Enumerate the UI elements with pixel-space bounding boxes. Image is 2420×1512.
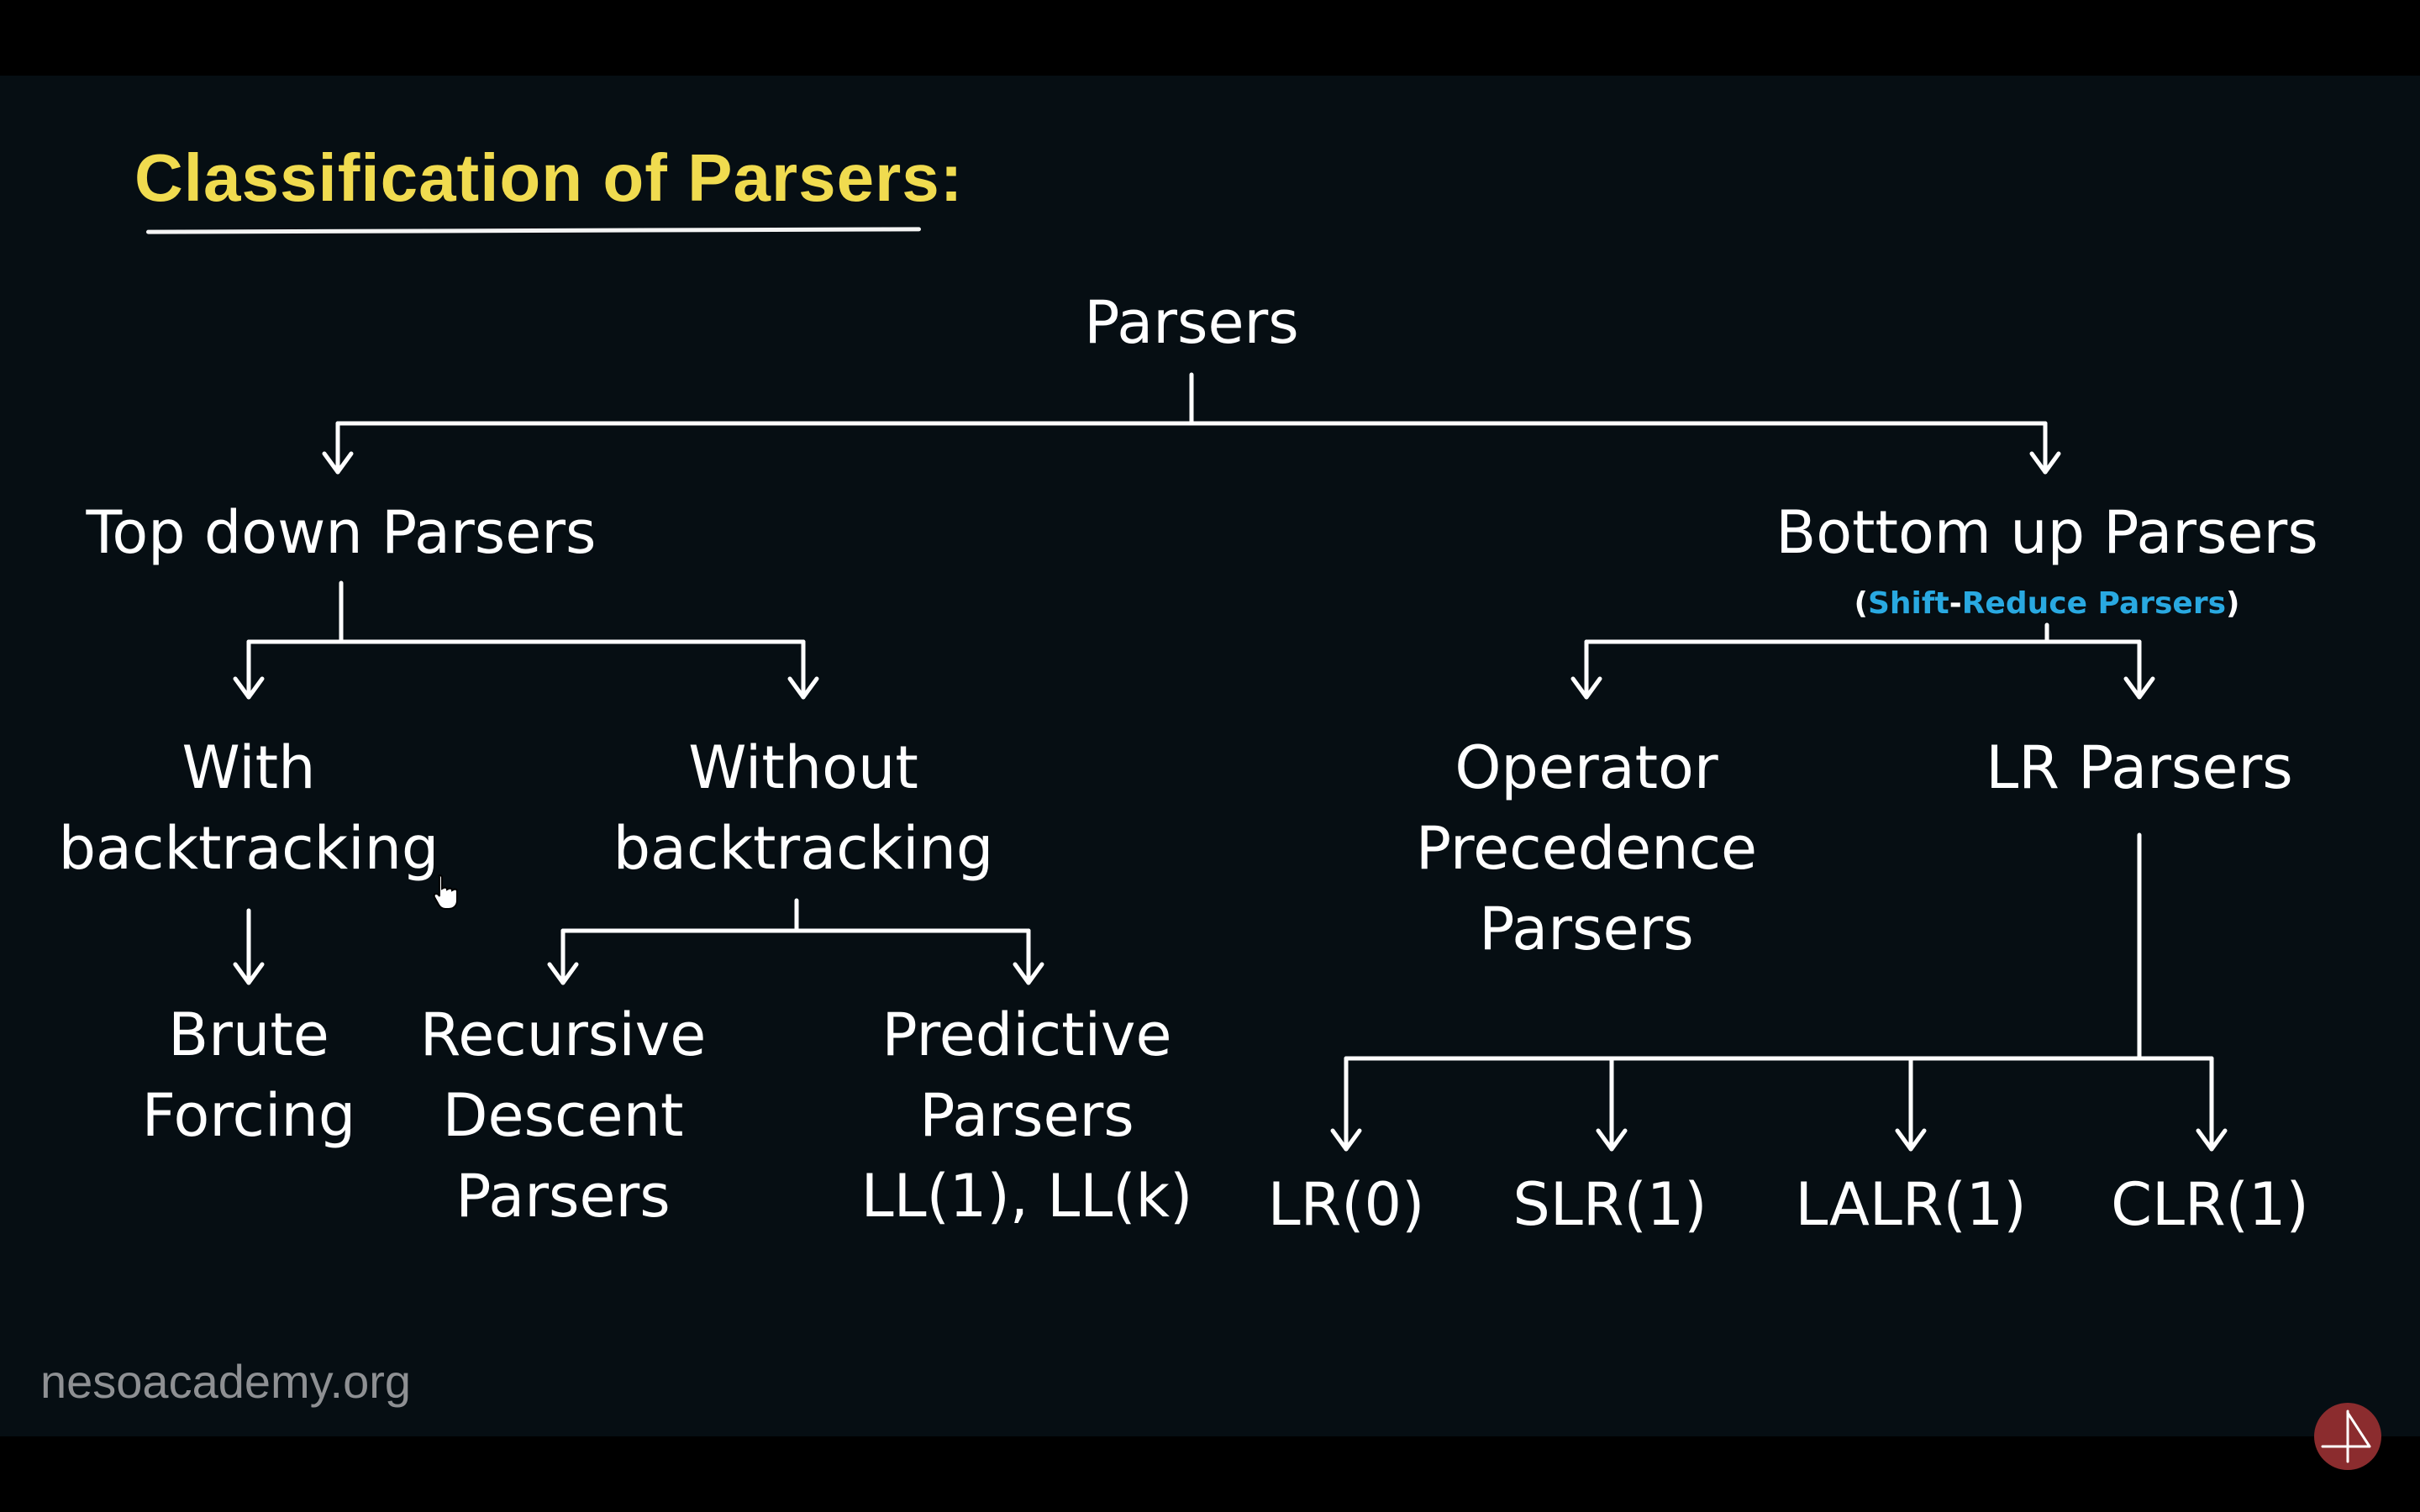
node-without-backtracking: Without backtracking — [613, 727, 994, 889]
node-operator-precedence-line: Precedence — [1415, 814, 1758, 883]
arrowhead-without — [787, 676, 819, 700]
node-predictive-line: Predictive — [881, 1000, 1172, 1069]
node-clr1: CLR(1) — [2111, 1170, 2309, 1239]
node-recursive-descent-line: Parsers — [455, 1162, 671, 1231]
node-bottom-up-parsers: Bottom up Parsers — [1776, 498, 2318, 567]
arrowhead-top-down — [322, 451, 354, 475]
arrowhead-clr1 — [2196, 1128, 2228, 1152]
node-operator-precedence-line: Operator — [1455, 733, 1718, 802]
neso-logo-icon — [2314, 1403, 2381, 1470]
node-top-down-parsers: Top down Parsers — [86, 498, 597, 567]
arrowhead-lr — [2123, 676, 2155, 700]
node-with-backtracking-line: With — [182, 733, 316, 802]
node-bottom-up-subtitle: (Shift-Reduce Parsers) — [1854, 586, 2240, 621]
slide — [0, 76, 2420, 1436]
arrowhead-recursive — [547, 962, 579, 985]
arrowhead-bottom-up — [2029, 451, 2061, 475]
arrowhead-brute — [233, 962, 265, 985]
node-operator-precedence-line: Parsers — [1479, 895, 1694, 963]
node-recursive-descent-line: Descent — [442, 1081, 684, 1150]
node-predictive-line: Parsers — [919, 1081, 1134, 1150]
arrowhead-with — [233, 676, 265, 700]
node-with-backtracking-line: backtracking — [58, 814, 439, 883]
node-predictive-line: LL(1), LL(k) — [860, 1162, 1193, 1231]
page-title: Classification of Parsers: — [134, 140, 964, 215]
node-without-backtracking-line: Without — [688, 733, 918, 802]
node-lalr1: LALR(1) — [1795, 1170, 2027, 1239]
node-operator-precedence-parsers: Operator Precedence Parsers — [1416, 727, 1757, 969]
arrowhead-slr1 — [1596, 1128, 1628, 1152]
hand-pointer-icon — [432, 874, 460, 914]
node-recursive-descent-parsers: Recursive Descent Parsers — [420, 995, 707, 1236]
node-with-backtracking: With backtracking — [59, 727, 439, 889]
node-without-backtracking-line: backtracking — [613, 814, 994, 883]
node-brute-forcing: Brute Forcing — [142, 995, 356, 1156]
arrowhead-operator — [1570, 676, 1602, 700]
node-brute-forcing-line: Forcing — [141, 1081, 356, 1150]
node-brute-forcing-line: Brute — [168, 1000, 329, 1069]
arrowhead-lalr1 — [1895, 1128, 1927, 1152]
node-predictive-parsers: Predictive Parsers LL(1), LL(k) — [861, 995, 1193, 1236]
node-parsers: Parsers — [1084, 288, 1299, 357]
arrowhead-lr0 — [1330, 1128, 1362, 1152]
node-lr0: LR(0) — [1267, 1170, 1425, 1239]
node-recursive-descent-line: Recursive — [419, 1000, 707, 1069]
arrowhead-predictive — [1013, 962, 1044, 985]
node-lr-parsers: LR Parsers — [1986, 733, 2293, 802]
watermark: nesoacademy.org — [40, 1355, 411, 1408]
node-slr1: SLR(1) — [1512, 1170, 1707, 1239]
